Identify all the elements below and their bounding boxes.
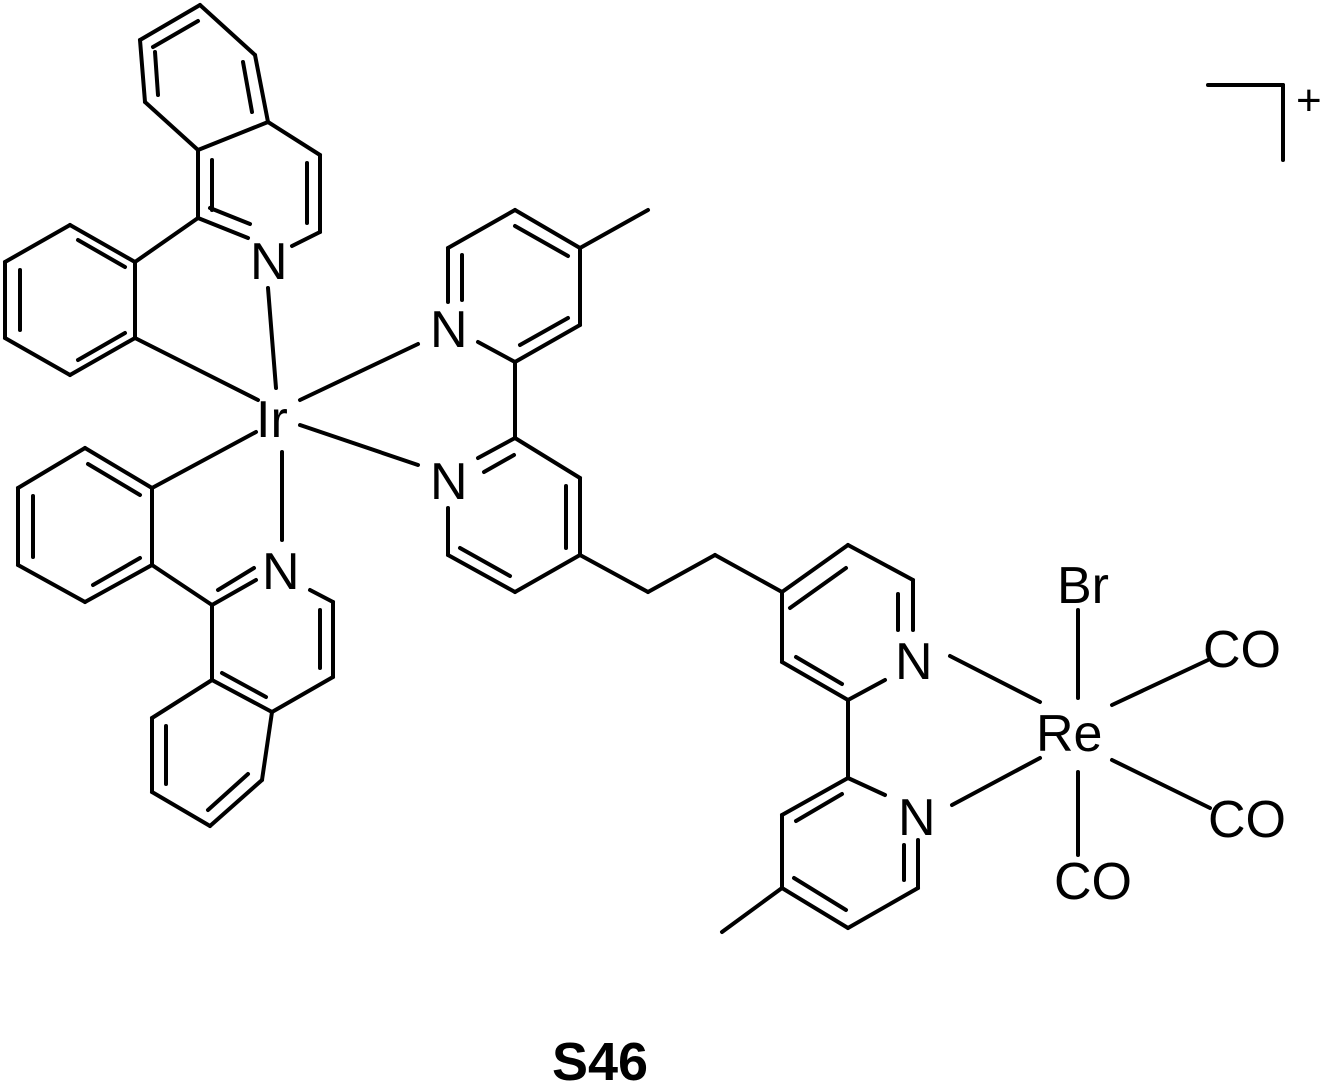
carbonyl-ligand-lower-right: CO	[1208, 791, 1286, 849]
rhenium-bipyridine-upper-ring	[780, 543, 915, 702]
upper-phenyl-ring	[3, 216, 200, 377]
positive-charge: +	[1296, 76, 1322, 125]
upper-isoquinoline-nitrogen: N	[250, 233, 288, 291]
rhenium-atom: Re	[1036, 705, 1102, 763]
middle-bipyridine-nitrogen: N	[430, 453, 468, 511]
rhenium-bipyridine-lower-nitrogen: N	[898, 789, 936, 847]
lower-isoquinoline-nitrogen: N	[262, 543, 300, 601]
ethylene-linker	[578, 553, 784, 594]
carbonyl-ligand-upper-right: CO	[1203, 621, 1281, 679]
middle-bipyridine-ring	[446, 360, 582, 594]
iridium-atom: Ir	[256, 391, 288, 449]
upper-isoquinoline-ring	[138, 3, 322, 248]
iridium-coordination-bonds	[133, 286, 420, 542]
lower-isoquinoline-ring	[150, 563, 335, 828]
bromine-atom: Br	[1057, 557, 1109, 615]
charge-bracket: +	[1206, 76, 1322, 162]
compound-label: S46	[551, 1032, 649, 1092]
lower-phenyl-ring	[16, 446, 154, 604]
rhenium-bipyridine-lower-ring	[720, 698, 920, 934]
rhenium-coordination-bonds	[948, 608, 1212, 857]
upper-bipyridine-ring	[446, 208, 650, 364]
upper-bipyridine-nitrogen: N	[430, 301, 468, 359]
rhenium-bipyridine-upper-nitrogen: N	[895, 633, 933, 691]
carbonyl-ligand-bottom: CO	[1054, 853, 1132, 911]
